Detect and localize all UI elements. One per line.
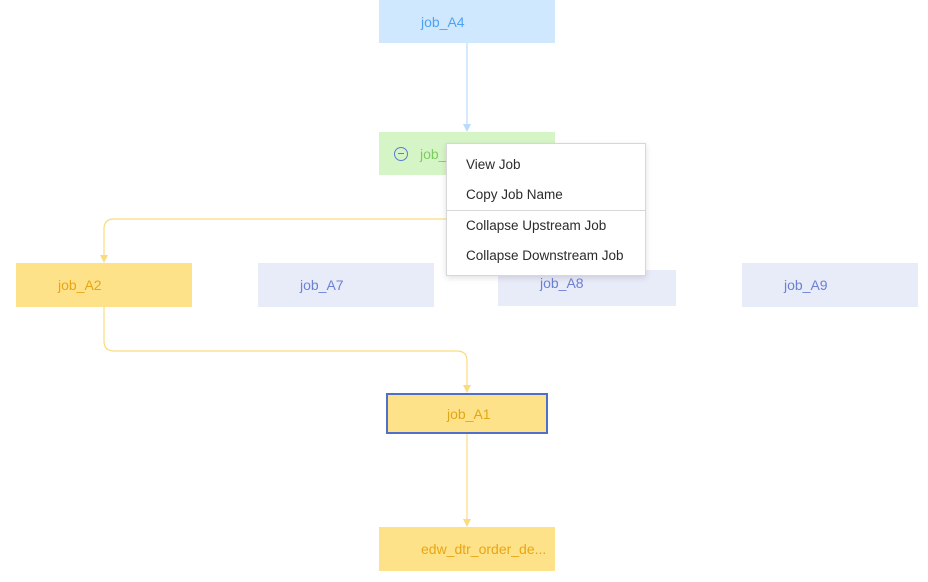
menu-item-view-job[interactable]: View Job <box>466 157 521 172</box>
node-label: job_A1 <box>447 405 491 422</box>
node-label: job_A2 <box>58 277 102 293</box>
node-job-a7[interactable]: job_A7 <box>258 263 434 307</box>
node-label: job_ <box>420 145 447 162</box>
menu-item-copy-job-name[interactable]: Copy Job Name <box>466 187 563 202</box>
node-job-a8[interactable]: job_A8 <box>498 270 676 306</box>
node-job-a1[interactable]: job_A1 <box>386 393 548 434</box>
node-label: job_A7 <box>300 277 344 293</box>
node-label: job_A9 <box>784 277 828 293</box>
node-job-a9[interactable]: job_A9 <box>742 263 918 307</box>
minus-circle-icon[interactable] <box>394 146 408 161</box>
edge-job-a3-to-job-a2 <box>100 218 446 263</box>
menu-item-collapse-upstream[interactable]: Collapse Upstream Job <box>466 218 607 233</box>
context-menu: View Job Copy Job Name Collapse Upstream… <box>446 143 646 276</box>
node-job-a2[interactable]: job_A2 <box>16 263 192 307</box>
menu-divider <box>447 210 645 211</box>
menu-item-collapse-downstream[interactable]: Collapse Downstream Job <box>466 248 624 263</box>
node-edw-dtr-order[interactable]: edw_dtr_order_de... <box>379 527 555 571</box>
edge-job-a2-to-job-a1 <box>103 307 471 393</box>
node-label: job_A8 <box>540 275 584 291</box>
node-job-a4[interactable]: job_A4 <box>379 0 555 43</box>
node-label: job_A4 <box>421 13 465 30</box>
node-label: edw_dtr_order_de... <box>421 541 547 557</box>
